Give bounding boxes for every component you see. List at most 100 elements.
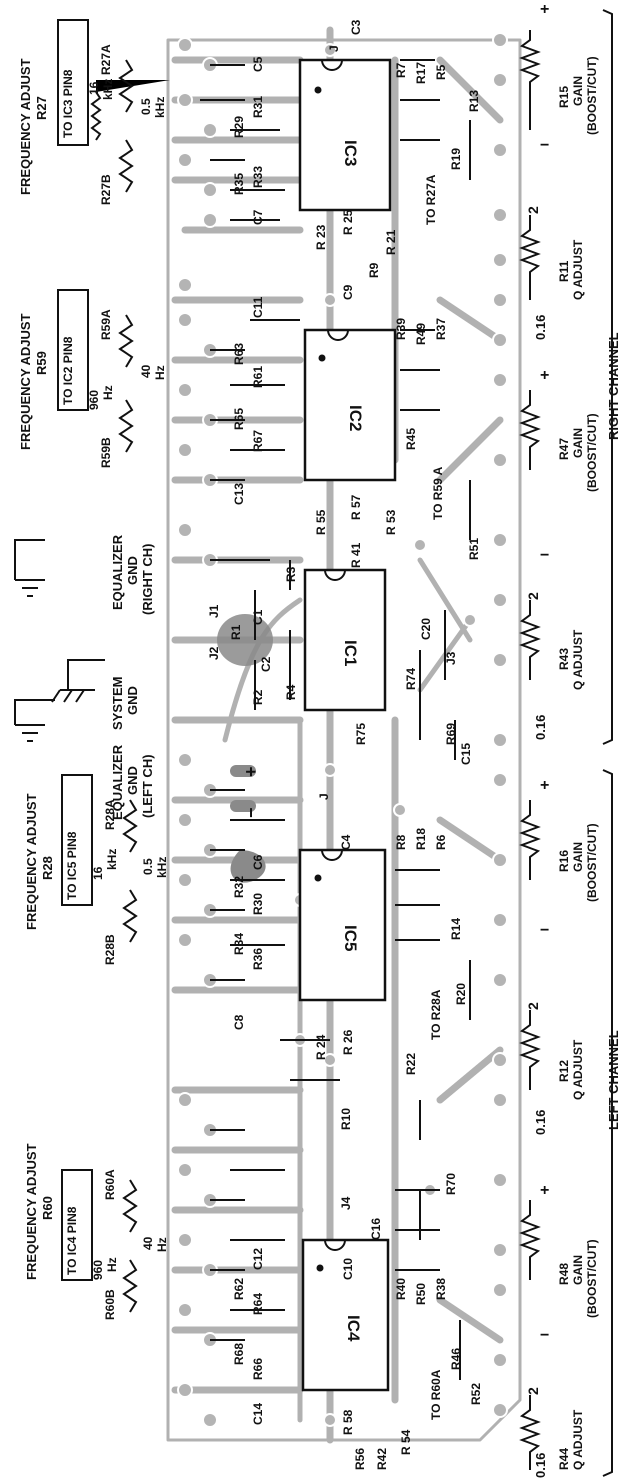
- pot-name-2: (BOOST/CUT): [585, 56, 599, 135]
- label-r6: R6: [434, 834, 448, 850]
- label-r1: R1: [229, 624, 243, 640]
- pot-b-label: R59B: [99, 437, 113, 468]
- pot-name-1: GAIN: [571, 428, 585, 458]
- pot-name-1: GAIN: [571, 1255, 585, 1285]
- pot-minus: −: [540, 922, 549, 939]
- label-r70: R70: [444, 1173, 458, 1195]
- eq-gnd-line3: (RIGHT CH): [140, 544, 155, 616]
- ic3-chip: IC3: [298, 58, 392, 212]
- channel-brackets: [602, 9, 613, 1477]
- eq-gnd-line3: (LEFT CH): [140, 754, 155, 818]
- pot-r11: 2 0.16 R11 Q ADJUST: [525, 206, 585, 340]
- freq-hi-value: 16: [91, 866, 105, 880]
- eq-gnd-line1: EQUALIZER: [110, 534, 125, 610]
- label-r17: R17: [414, 62, 428, 84]
- label-r64: R64: [251, 1293, 265, 1315]
- power-minus-label: −: [241, 807, 261, 818]
- pot-r16: + − R16 GAIN (BOOST/CUT): [540, 777, 599, 939]
- freq-adjust-title: FREQUENCY ADJUST: [18, 313, 33, 450]
- label-r50: R50: [414, 1283, 428, 1305]
- right-channel-label: RIGHT CHANNEL: [606, 332, 621, 440]
- label-to-r27a: TO R27A: [424, 174, 438, 225]
- label-c2: C2: [259, 656, 273, 672]
- label-r29: R29: [232, 116, 246, 138]
- label-r41: R 41: [349, 542, 363, 568]
- label-r58: R 58: [341, 1409, 355, 1435]
- pot-plus: +: [540, 367, 549, 384]
- pot-val-lo: 0.16: [533, 315, 548, 340]
- ic4-label: IC4: [344, 1315, 363, 1342]
- equalizer-gnd-left: EQUALIZER GND (LEFT CH): [110, 744, 155, 820]
- solder-pads: [177, 32, 508, 1428]
- eq-gnd-line2: GND: [125, 556, 140, 585]
- label-to-r60a: TO R60A: [429, 1369, 443, 1420]
- freq-adjust-r60: FREQUENCY ADJUST R60 TO IC4 PIN8 R60A R6…: [24, 1143, 169, 1320]
- pot-name-2: (BOOST/CUT): [585, 1239, 599, 1318]
- pot-b-label: R27B: [99, 174, 113, 205]
- label-r7: R7: [394, 62, 408, 78]
- pot-r44: 2 0.16 R44 Q ADJUST: [525, 1387, 585, 1478]
- label-r24: R 24: [314, 1034, 328, 1060]
- freq-lo-value: 0.5: [141, 858, 155, 875]
- pot-val-lo: 0.16: [533, 1453, 548, 1478]
- ic2-chip: IC2: [303, 328, 397, 482]
- label-r49: R49: [414, 323, 428, 345]
- pot-val-lo: 0.16: [533, 715, 548, 740]
- label-r56: R56: [353, 1448, 367, 1470]
- label-r18: R18: [414, 828, 428, 850]
- freq-lo-unit: kHz: [155, 857, 169, 878]
- label-r67: R67: [251, 430, 265, 452]
- ic5-chip: IC5: [298, 848, 387, 1002]
- label-r69: R69: [444, 723, 458, 745]
- label-r34: R34: [232, 933, 246, 955]
- pot-name-1: Q ADJUST: [571, 629, 585, 690]
- label-c13: C13: [232, 483, 246, 505]
- label-r22: R22: [404, 1053, 418, 1075]
- label-c6: C6: [251, 854, 265, 870]
- label-c1: C1: [251, 609, 265, 625]
- pot-plus: +: [540, 777, 549, 794]
- pot-b-label: R60B: [103, 1289, 117, 1320]
- label-r4: R4: [284, 684, 298, 700]
- freq-lo-value: 0.5: [139, 98, 153, 115]
- freq-hi-value: 960: [91, 1260, 105, 1280]
- pcb-traces: [166, 26, 522, 1444]
- label-r51: R51: [467, 538, 481, 560]
- freq-lo-unit: kHz: [153, 97, 167, 118]
- label-j-mid: J: [317, 793, 331, 800]
- freq-hi-value: 16: [87, 81, 101, 95]
- label-c14: C14: [251, 1403, 265, 1425]
- label-c12: C12: [251, 1248, 265, 1270]
- label-r61: R61: [251, 366, 265, 388]
- label-c3: C3: [349, 19, 363, 35]
- to-pin-label: TO IC5 PIN8: [65, 831, 79, 900]
- pot-r12: 2 0.16 R12 Q ADJUST: [525, 1002, 585, 1135]
- label-to-r59a: TO R59 A: [431, 466, 445, 520]
- pot-minus: −: [540, 137, 549, 154]
- system-gnd: SYSTEM GND: [110, 677, 140, 730]
- pot-minus: −: [540, 1327, 549, 1344]
- label-r42: R42: [375, 1448, 389, 1470]
- pot-r15: + − R15 GAIN (BOOST/CUT): [540, 1, 599, 154]
- label-c8: C8: [232, 1014, 246, 1030]
- pot-val-lo: 0.16: [533, 1110, 548, 1135]
- freq-hi-unit: Hz: [101, 385, 115, 400]
- label-r21: R 21: [384, 229, 398, 255]
- label-r14: R14: [449, 918, 463, 940]
- freq-lo-unit: Hz: [153, 365, 167, 380]
- pot-ref: R12: [557, 1060, 571, 1082]
- part-labels: C5 C7 R31 R29 R33 R35 C3 J R7 R17 R5 R13…: [207, 19, 483, 1470]
- pot-ref: R48: [557, 1263, 571, 1285]
- label-r2: R2: [251, 689, 265, 705]
- pot-ref: R15: [557, 86, 571, 108]
- ic5-label: IC5: [341, 925, 360, 951]
- pot-val-hi: 2: [525, 592, 541, 600]
- pot-a-label: R60A: [103, 1169, 117, 1200]
- pot-name-1: Q ADJUST: [571, 1409, 585, 1470]
- system-gnd-line1: SYSTEM: [110, 677, 125, 730]
- label-j4: J4: [339, 1196, 353, 1210]
- freq-adjust-r28: FREQUENCY ADJUST R28 TO IC5 PIN8 R28A R2…: [24, 774, 169, 965]
- freq-adjust-title: FREQUENCY ADJUST: [18, 58, 33, 195]
- freq-lo-unit: Hz: [155, 1237, 169, 1252]
- power-connector-pads: [217, 614, 273, 883]
